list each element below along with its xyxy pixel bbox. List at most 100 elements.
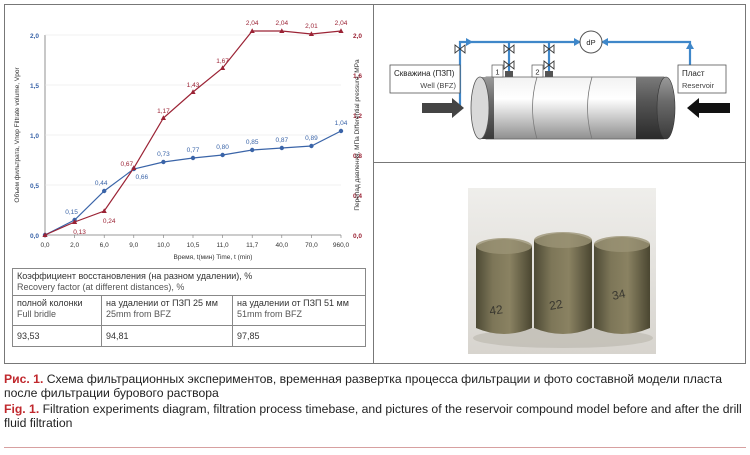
core-2-mark: 22 (548, 297, 564, 313)
series-2-data-label: 1,17 (157, 108, 170, 115)
core-cylinder-left-face (470, 76, 490, 140)
series-1-point (338, 128, 344, 134)
series-2-point (249, 28, 255, 33)
right-axis-label: Перепад давления, МПа Differential press… (354, 59, 361, 211)
recovery-table: Коэффициент восстановления (на разном уд… (12, 268, 366, 347)
left-tick-label: 1,0 (30, 133, 39, 140)
recovery-value-full: 93,53 (12, 325, 102, 347)
series-2-data-label: 0,67 (120, 161, 133, 168)
x-tick-label: 40,0 (275, 242, 288, 249)
core-segment-line-2 (587, 76, 593, 140)
series-1-data-label: 0,73 (157, 151, 170, 158)
core-cylinder-body (485, 76, 665, 140)
series-2-point (338, 28, 344, 33)
reservoir-label-box (677, 64, 727, 94)
col-full-en: Full bridle (17, 309, 57, 319)
col-51-ru: на удалении от ПЗП 51 мм (237, 298, 349, 308)
well-label-box (389, 64, 461, 94)
dp-gauge-label: dP (586, 38, 595, 47)
core-sample-2 (534, 233, 592, 334)
series-1-data-label: 1,04 (335, 120, 348, 127)
series-1-data-label: 0,77 (187, 147, 200, 154)
caption-ru-text: Схема фильтрационных экспериментов, врем… (4, 372, 722, 400)
left-tick-label: 0,5 (30, 183, 39, 190)
caption-en: Fig. 1. Filtration experiments diagram, … (4, 402, 746, 430)
caption-en-text: Filtration experiments diagram, filtrati… (4, 402, 742, 430)
series-2-point (72, 219, 78, 224)
x-tick-label: 10,5 (187, 242, 200, 249)
figure-caption: Рис. 1. Схема фильтрационных эксперимент… (4, 372, 746, 432)
figure-divider-horizontal (374, 162, 746, 163)
series-1-data-label: 0,89 (305, 135, 318, 142)
recovery-col-full: полной колонки Full bridle (12, 295, 102, 326)
figure-frame (4, 4, 746, 364)
col-25-ru: на удалении от ПЗП 25 мм (106, 298, 218, 308)
series-1-point (250, 147, 255, 153)
port-1-box (491, 64, 504, 78)
series-1-data-label: 0,15 (65, 209, 78, 216)
caption-rule (4, 447, 746, 448)
caption-ru-label: Рис. 1. (4, 372, 44, 386)
series-2-point (190, 89, 196, 94)
series-2-point (42, 232, 48, 237)
caption-ru: Рис. 1. Схема фильтрационных эксперимент… (4, 372, 746, 400)
recovery-value-25: 94,81 (101, 325, 233, 347)
experiment-diagram: 1 2 dP Скважина (ПЗП) Well (BFZ) Пласт R… (374, 5, 746, 162)
series-2-data-label: 0,24 (103, 218, 116, 225)
recovery-table-header: Коэффициент восстановления (на разном уд… (12, 268, 366, 296)
core-samples-image: 42 22 34 (468, 188, 656, 354)
series-2-data-label: 1,43 (187, 82, 200, 89)
right-tick-label: 0,4 (353, 193, 362, 200)
right-tick-label: 2,0 (353, 33, 362, 40)
recovery-header-ru: Коэффициент восстановления (на разном уд… (17, 271, 253, 281)
core-3-mark: 34 (611, 286, 627, 303)
reservoir-label-ru: Пласт (682, 69, 705, 78)
core-1-mark: 42 (488, 302, 503, 318)
series-1-point (220, 152, 225, 158)
core-samples-photo: 42 22 34 (468, 188, 656, 354)
series-2-data-label: 0,13 (73, 229, 86, 236)
right-tick-label: 0,8 (353, 153, 362, 160)
series-1-point (102, 188, 107, 194)
recovery-value-51: 97,85 (232, 325, 366, 347)
series-2-data-label: 2,04 (246, 20, 259, 27)
x-tick-label: 11,0 (217, 242, 230, 249)
series-1-data-label: 0,66 (135, 174, 148, 181)
core-sample-1 (476, 239, 532, 334)
x-tick-label: 0,0 (40, 242, 49, 249)
series-2-point (220, 65, 226, 70)
x-tick-label: 2,0 (70, 242, 79, 249)
series-1-data-label: 0,87 (275, 137, 288, 144)
series-1-point (190, 155, 196, 161)
left-tick-label: 0,0 (30, 233, 39, 240)
well-label-en: Well (BFZ) (420, 81, 456, 90)
series-2-point (308, 31, 314, 36)
left-tick-label: 1,5 (30, 83, 39, 90)
series-2-point (131, 165, 137, 170)
series-2-data-label: 2,04 (335, 20, 348, 27)
col-51-en: 51mm from BFZ (237, 309, 303, 319)
right-tick-label: 1,2 (353, 113, 362, 120)
core-sample-3 (594, 237, 650, 334)
x-axis-label: Время, t(мин) Time, t (min) (174, 254, 253, 261)
series-2-data-label: 2,01 (305, 23, 318, 30)
port-1-fitting (505, 71, 513, 77)
series-2-line (44, 30, 342, 236)
col-25-en: 25mm from BFZ (106, 309, 172, 319)
series-1-data-label: 0,44 (95, 180, 108, 187)
recovery-col-51: на удалении от ПЗП 51 мм 51mm from BFZ (232, 295, 366, 326)
dp-gauge-icon (579, 30, 603, 54)
port-2-label: 2 (535, 68, 539, 77)
series-1-point (161, 159, 166, 165)
right-tick-label: 0,0 (353, 233, 362, 240)
caption-en-label: Fig. 1. (4, 402, 40, 416)
port-1-label: 1 (495, 68, 499, 77)
series-1-point (279, 145, 284, 151)
well-label-ru: Скважина (ПЗП) (394, 69, 455, 78)
inflow-arrow-icon (422, 98, 464, 118)
x-tick-label: 6,0 (100, 242, 109, 249)
valve-icons (454, 44, 555, 70)
core-cylinder-right-face (656, 76, 676, 140)
series-2-data-label: 2,04 (275, 20, 288, 27)
